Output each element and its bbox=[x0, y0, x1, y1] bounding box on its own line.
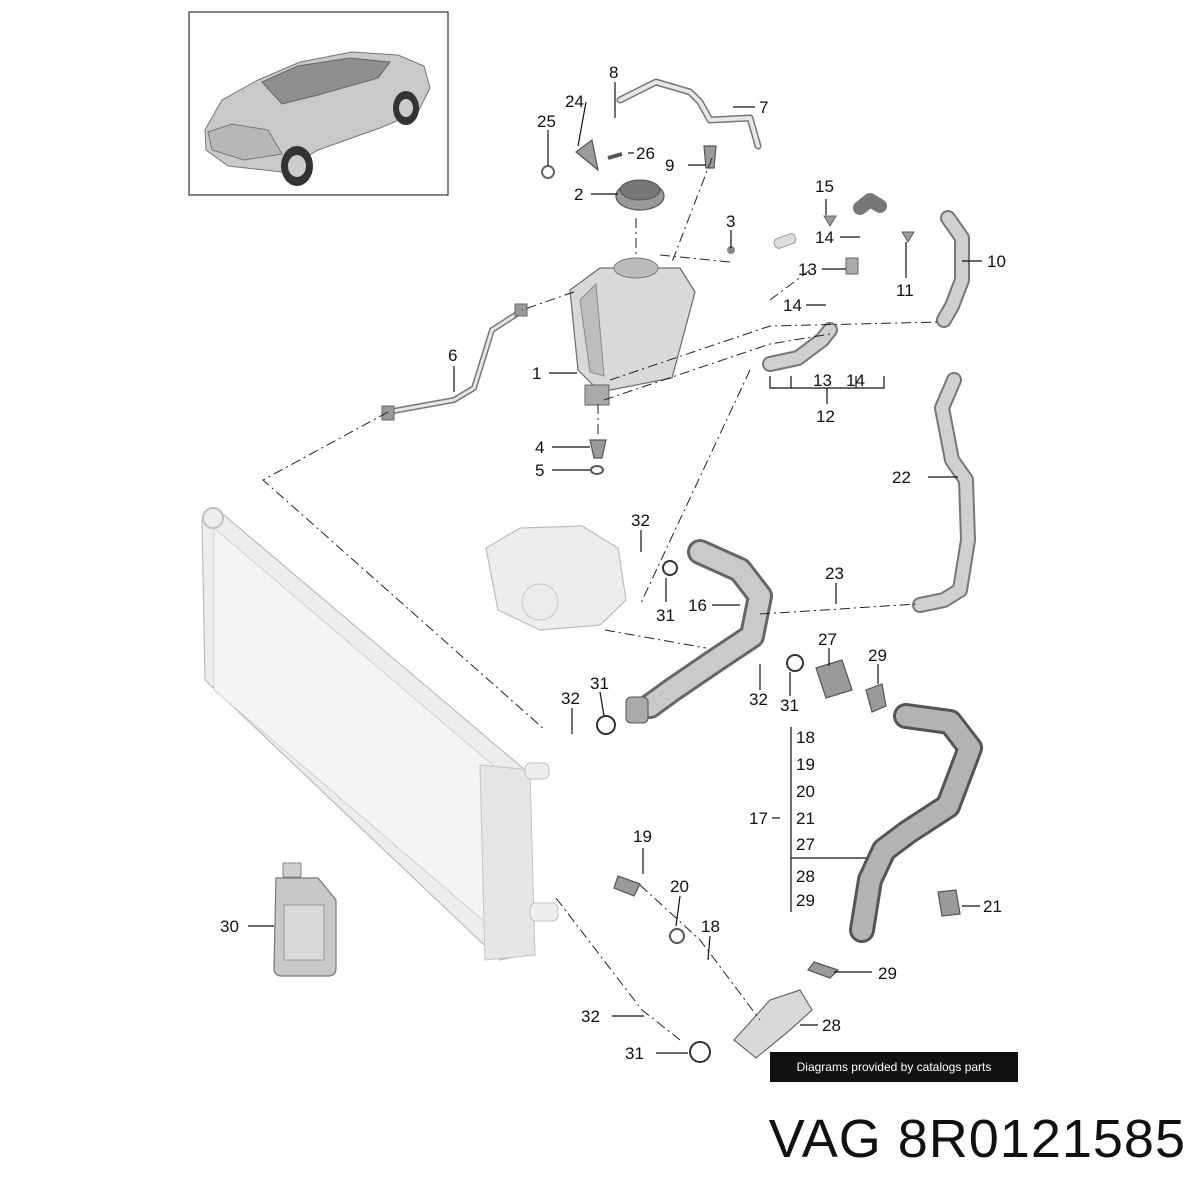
callout-15: 15 bbox=[815, 177, 834, 196]
level-sensor bbox=[589, 439, 607, 475]
callout-32-mid: 32 bbox=[749, 690, 768, 709]
callout-11: 11 bbox=[896, 281, 914, 300]
callout-14-upper: 14 bbox=[815, 228, 834, 247]
callout-4: 4 bbox=[535, 438, 544, 457]
callout-32-left: 32 bbox=[561, 689, 580, 708]
callout-27-list: 27 bbox=[796, 835, 815, 854]
callout-20-list: 20 bbox=[796, 782, 815, 801]
callout-5: 5 bbox=[535, 461, 544, 480]
callout-10: 10 bbox=[987, 252, 1006, 271]
callout-30: 30 bbox=[220, 917, 239, 936]
callout-13-upper: 13 bbox=[798, 260, 817, 279]
callout-21: 21 bbox=[983, 897, 1002, 916]
callout-29: 29 bbox=[878, 964, 897, 983]
callout-1: 1 bbox=[532, 364, 541, 383]
hose-22 bbox=[912, 372, 976, 613]
callout-23: 23 bbox=[825, 564, 844, 583]
catalog-credit-badge: Diagrams provided by catalogs parts bbox=[770, 1052, 1018, 1082]
callout-24: 24 bbox=[565, 92, 584, 111]
hose-group-12 bbox=[762, 193, 970, 372]
return-pipe bbox=[381, 303, 528, 421]
callout-12: 12 bbox=[816, 407, 835, 426]
callout-28-list: 28 bbox=[796, 867, 815, 886]
callout-16: 16 bbox=[688, 596, 707, 615]
callout-31-mid: 31 bbox=[780, 696, 799, 715]
callout-19: 19 bbox=[633, 827, 652, 846]
radiator bbox=[201, 507, 559, 961]
callout-17: 17 bbox=[749, 809, 768, 828]
callout-32-top: 32 bbox=[631, 511, 650, 530]
vehicle-thumbnail bbox=[188, 11, 449, 196]
callout-21-list: 21 bbox=[796, 809, 815, 828]
breather-pipe bbox=[541, 78, 762, 254]
callout-18-list: 18 bbox=[796, 728, 815, 747]
tank-cap bbox=[615, 179, 665, 211]
callout-18: 18 bbox=[701, 917, 720, 936]
expansion-tank bbox=[569, 257, 696, 406]
callout-6: 6 bbox=[448, 346, 457, 365]
callout-31-top: 31 bbox=[656, 606, 675, 625]
callout-7: 7 bbox=[759, 98, 768, 117]
callout-14-bracket: 14 bbox=[846, 371, 865, 390]
callout-19-list: 19 bbox=[796, 755, 815, 774]
credit-text: Diagrams provided by catalogs parts bbox=[796, 1060, 992, 1074]
callout-22: 22 bbox=[892, 468, 911, 487]
coolant-bottle bbox=[273, 862, 337, 977]
callout-8: 8 bbox=[609, 63, 618, 82]
part-number-caption: VAG 8R0121585 bbox=[768, 1109, 1186, 1169]
callout-29-list: 29 bbox=[796, 891, 815, 910]
connector-parts bbox=[596, 560, 961, 1063]
callout-13-bracket: 13 bbox=[813, 371, 832, 390]
hose-17 bbox=[849, 703, 983, 943]
callout-31-bottom: 31 bbox=[625, 1044, 644, 1063]
callout-28: 28 bbox=[822, 1016, 841, 1035]
callout-20: 20 bbox=[670, 877, 689, 896]
callout-31-left: 31 bbox=[590, 674, 609, 693]
callout-29-top: 29 bbox=[868, 646, 887, 665]
thermostat-housing bbox=[485, 525, 627, 631]
callout-26: 26 bbox=[636, 144, 655, 163]
callout-14-lower: 14 bbox=[783, 296, 802, 315]
callout-9: 9 bbox=[665, 156, 674, 175]
callout-32-bottom: 32 bbox=[581, 1007, 600, 1026]
callout-leaders bbox=[248, 82, 982, 1054]
callout-3: 3 bbox=[726, 212, 735, 231]
callout-27-top: 27 bbox=[818, 630, 837, 649]
connection-lines bbox=[262, 157, 941, 1041]
callout-25: 25 bbox=[537, 112, 556, 131]
callout-labels: 1 2 3 4 5 6 7 8 9 10 11 12 13 14 15 14 1… bbox=[220, 63, 1006, 1063]
callout-2: 2 bbox=[574, 185, 583, 204]
hose-16 bbox=[625, 539, 773, 724]
